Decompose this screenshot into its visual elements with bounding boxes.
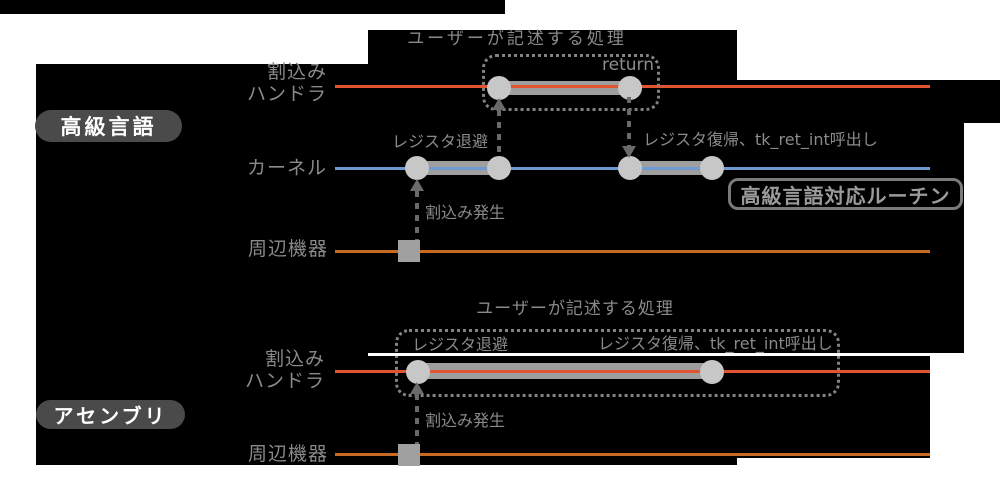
- interrupt-occurs-label-bottom: 割込み発生: [425, 411, 506, 430]
- register-restore-label-bottom: レジスタ復帰、tk_ret_int呼出し: [598, 334, 833, 353]
- arrow-kernel-to-handler-dash: [497, 110, 501, 157]
- lane-label-line2: ハンドラ: [244, 370, 325, 392]
- lane-label-interrupt-handler-bottom: 割込み ハンドラ: [225, 348, 325, 392]
- lane-label-kernel: カーネル: [246, 157, 327, 179]
- arrow-kernel-to-handler-head: [492, 98, 506, 110]
- arrow-handler-to-kernel-dash: [627, 97, 631, 146]
- user-code-dotted-box-bottom: [395, 329, 840, 397]
- badge-assembly: アセンブリ: [36, 400, 185, 429]
- event-square-bottom: [398, 444, 420, 466]
- lane-label-peripheral-top: 周辺機器: [247, 238, 328, 260]
- node-handler-start-bottom: [406, 360, 430, 384]
- node-kernel-1: [405, 156, 429, 180]
- lane-label-peripheral-bottom: 周辺機器: [247, 443, 328, 465]
- lane-label-interrupt-handler-top: 割込み ハンドラ: [227, 61, 327, 105]
- interrupt-occurs-label-top: 割込み発生: [425, 203, 506, 222]
- node-kernel-3: [618, 156, 642, 180]
- user-process-label-bottom: ユーザーが記述する処理: [476, 299, 674, 319]
- timeline-kernel-overlay: [417, 167, 712, 170]
- register-restore-label-top: レジスタ復帰、tk_ret_int呼出し: [643, 130, 878, 149]
- hll-routine-box: 高級言語対応ルーチン: [728, 178, 963, 210]
- black-panel-user-process-top: [368, 30, 737, 64]
- node-handler-start-top: [487, 76, 511, 100]
- node-handler-end-top: [618, 76, 642, 100]
- timeline-peripheral-bottom: [335, 453, 930, 456]
- separator-white-line: [368, 353, 930, 356]
- timeline-handler-top-overlay: [499, 85, 630, 88]
- node-kernel-2: [487, 156, 511, 180]
- node-kernel-4: [700, 156, 724, 180]
- execution-bar-handler-top: [499, 81, 630, 95]
- user-code-dotted-box-top: [482, 54, 660, 111]
- timeline-peripheral-top: [335, 250, 930, 253]
- user-process-label-top: ユーザーが記述する処理: [407, 29, 627, 49]
- black-panel-right-upper: [737, 80, 964, 353]
- arrow-interrupt-bottom-dash: [415, 394, 419, 444]
- return-label: return: [602, 55, 654, 75]
- lane-label-line1: 割込み: [264, 348, 325, 370]
- arrow-handler-to-kernel-head: [622, 146, 636, 158]
- timeline-handler-bottom-overlay: [418, 370, 712, 373]
- arrow-interrupt-bottom-head: [410, 382, 424, 394]
- badge-high-level-language: 高級言語: [35, 110, 182, 142]
- black-panel-top-bar: [0, 0, 505, 14]
- event-square-top: [398, 240, 420, 262]
- register-save-label-top: レジスタ退避: [392, 132, 489, 151]
- black-panel-right-lower: [737, 356, 930, 458]
- arrow-interrupt-top-head: [410, 179, 424, 191]
- lane-label-line2: ハンドラ: [246, 83, 327, 105]
- register-save-label-bottom: レジスタ退避: [412, 335, 509, 354]
- arrow-interrupt-top-dash: [415, 191, 419, 240]
- node-handler-end-bottom: [700, 360, 724, 384]
- lane-label-line1: 割込み: [266, 61, 327, 83]
